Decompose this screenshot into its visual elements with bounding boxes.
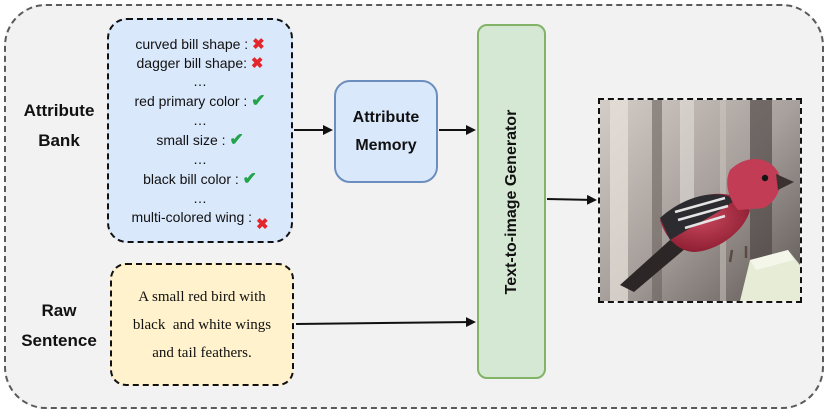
arrow-sentence-to-generator <box>295 317 476 328</box>
text-to-image-generator-box: Text-to-image Generator <box>477 24 546 379</box>
raw-sentence-box: A small red bird with black and white wi… <box>110 263 294 386</box>
bird-photo <box>600 100 800 301</box>
attribute-ellipsis: … <box>193 151 207 167</box>
attribute-item: curved bill shape : ✖ <box>135 36 265 53</box>
cross-icon: ✖ <box>252 36 265 53</box>
attribute-item: multi-colored wing : ✖ <box>131 209 269 233</box>
cross-icon: ✖ <box>250 55 264 72</box>
attribute-item: red primary color : ✔ <box>134 91 266 110</box>
attribute-memory-box: Attribute Memory <box>334 80 438 183</box>
attribute-item: small size : ✔ <box>156 130 244 149</box>
attribute-ellipsis: … <box>193 190 207 206</box>
generated-bird-image <box>598 98 802 303</box>
raw-sentence-label: Raw Sentence <box>21 301 97 350</box>
sentence-line: A small red bird with <box>138 288 266 305</box>
attribute-bank-box: curved bill shape : ✖ dagger bill shape:… <box>107 18 293 243</box>
sentence-line: black and white wings <box>132 316 272 333</box>
attribute-bank-label: Attribute Bank <box>23 101 95 150</box>
attribute-item: dagger bill shape: ✖ <box>136 55 264 72</box>
attribute-item: black bill color : ✔ <box>143 169 257 188</box>
cross-icon: ✖ <box>255 216 269 233</box>
check-icon: ✔ <box>229 130 244 149</box>
sentence-line: and tail feathers. <box>152 344 252 361</box>
check-icon: ✔ <box>251 91 266 110</box>
attribute-ellipsis: … <box>193 73 207 89</box>
arrow-generator-to-image <box>546 194 597 205</box>
attribute-ellipsis: … <box>193 112 207 128</box>
check-icon: ✔ <box>242 169 257 188</box>
